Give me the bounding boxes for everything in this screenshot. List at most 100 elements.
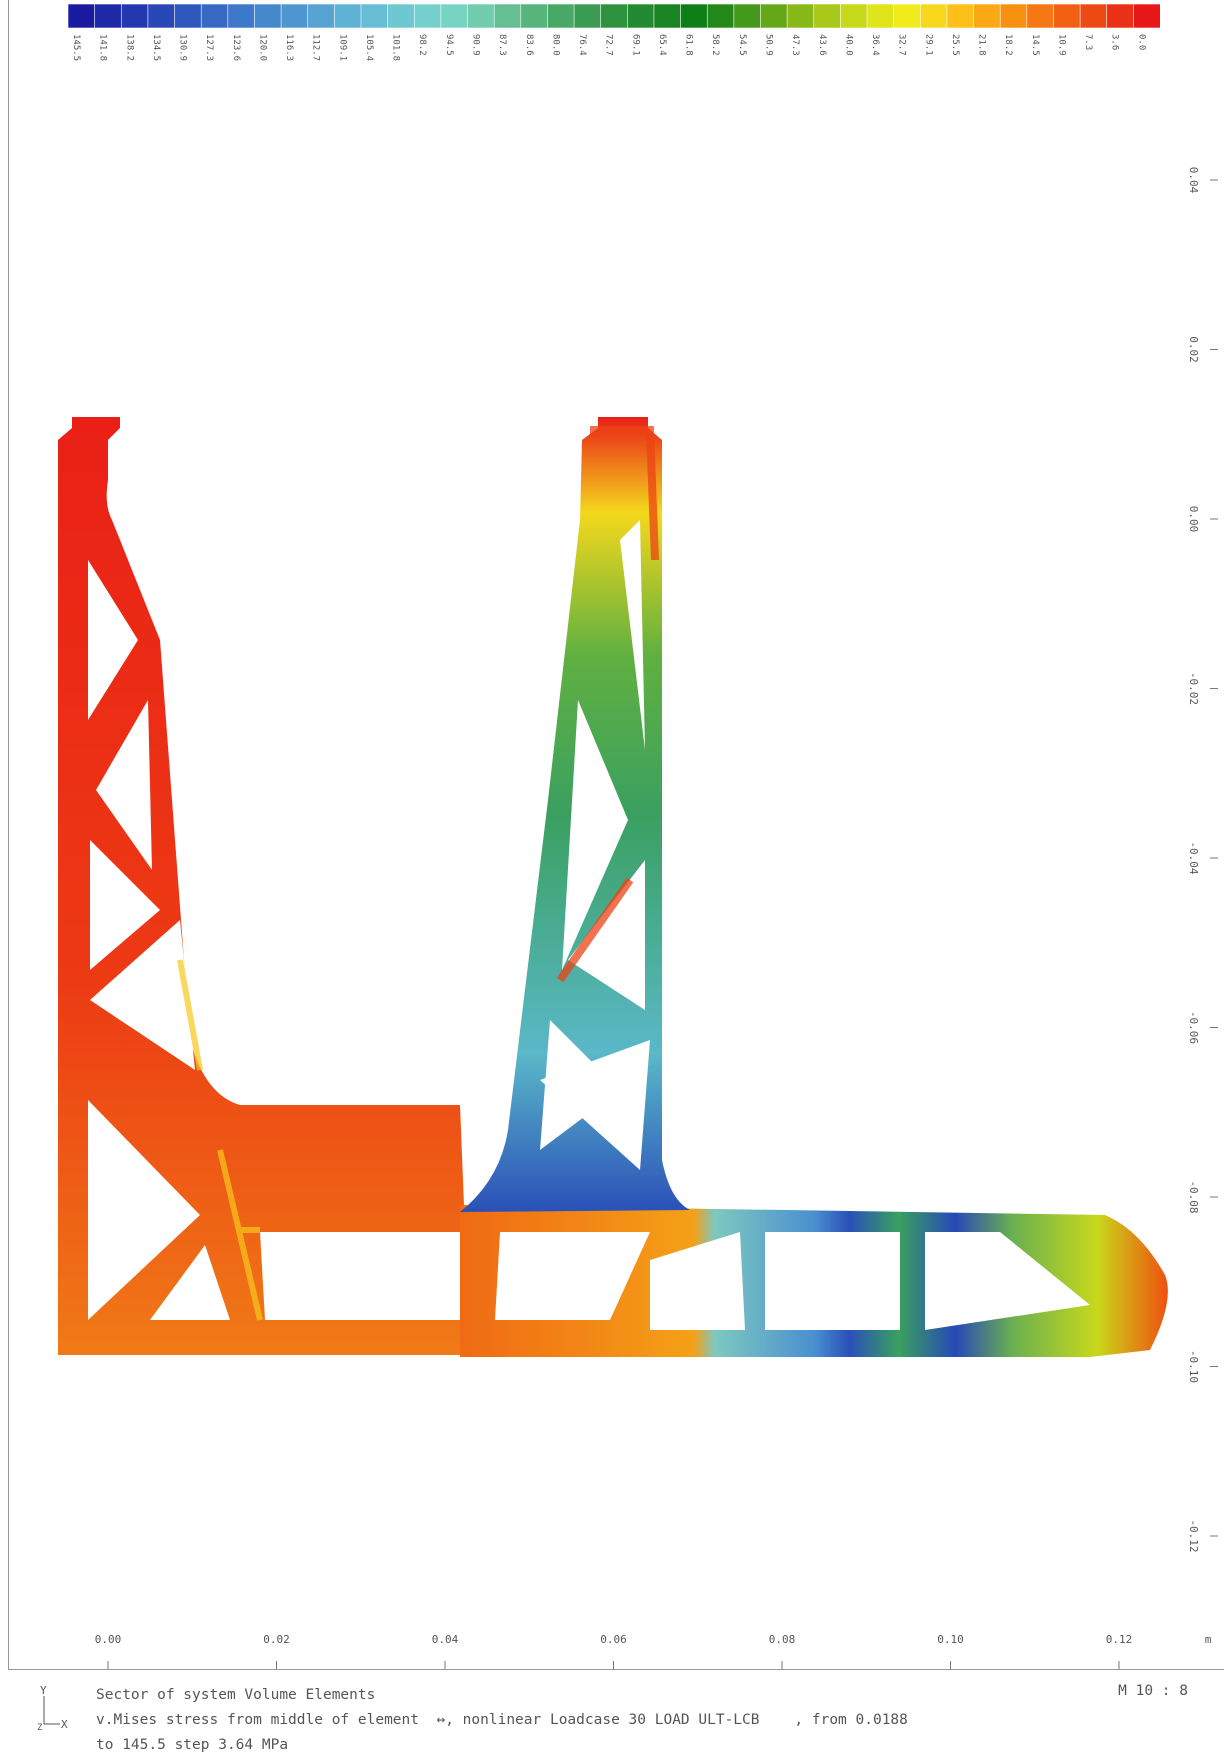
legend-swatch <box>946 3 975 29</box>
y-tick-label: 0.02 <box>1187 336 1200 363</box>
x-axis-unit: m <box>1205 1633 1212 1646</box>
legend-swatch <box>600 3 628 29</box>
legend-swatch <box>387 3 415 29</box>
legend-label: 3.6 <box>1110 34 1120 50</box>
legend-label: 105.4 <box>364 34 374 61</box>
base-hole-3 <box>765 1232 900 1330</box>
left-hole-5 <box>88 1100 200 1320</box>
legend-label: 47.3 <box>790 34 800 56</box>
legend-label: 61.8 <box>684 34 694 56</box>
legend-swatch <box>227 3 256 29</box>
legend-label: 127.3 <box>204 34 214 61</box>
y-tick-label: -0.06 <box>1187 1011 1200 1044</box>
legend-label: 112.7 <box>311 34 321 61</box>
legend-label: 145.5 <box>71 34 81 61</box>
legend-label: 141.8 <box>98 34 108 61</box>
x-tick-label: 0.06 <box>600 1633 627 1646</box>
caption: Sector of system Volume Elements v.Mises … <box>96 1683 1096 1758</box>
left-hole-1 <box>88 560 138 720</box>
legend-swatch <box>786 3 815 29</box>
legend-swatch <box>147 3 176 29</box>
legend-swatch <box>573 3 602 29</box>
caption-line-3: to 145.5 step 3.64 MPa <box>96 1737 289 1753</box>
legend-swatch <box>1106 3 1134 29</box>
y-tick-label: -0.02 <box>1187 672 1200 705</box>
legend-label: 109.1 <box>337 34 347 61</box>
legend-swatch <box>493 3 522 29</box>
right-hole-5 <box>540 1040 650 1170</box>
legend-swatch <box>1079 3 1108 29</box>
legend-label: 98.2 <box>417 34 427 56</box>
coordinate-axes-icon: Y X Z <box>37 1686 68 1733</box>
legend-swatch <box>174 3 202 29</box>
scale-label: M 10 : 8 <box>1118 1683 1188 1699</box>
legend-label: 43.6 <box>817 34 827 56</box>
caption-line-2: v.Mises stress from middle of element ↔,… <box>96 1712 908 1728</box>
left-leg <box>58 417 470 1355</box>
legend-label: 29.1 <box>923 34 933 56</box>
legend-label: 72.7 <box>604 34 614 56</box>
legend-swatch <box>440 3 469 29</box>
x-tick-label: 0.08 <box>769 1633 796 1646</box>
legend-swatch <box>866 3 895 29</box>
base-hole-2 <box>650 1232 745 1330</box>
legend-label: 54.5 <box>737 34 747 56</box>
x-tick-label: 0.04 <box>432 1633 459 1646</box>
left-yellow-highlights <box>177 959 263 1321</box>
legend-label: 90.9 <box>471 34 481 56</box>
legend-swatch <box>547 3 575 29</box>
legend-label: 123.6 <box>231 34 241 61</box>
svg-text:Z: Z <box>37 1723 43 1733</box>
legend-label: 10.9 <box>1057 34 1067 56</box>
legend-label: 7.3 <box>1083 34 1093 50</box>
y-tick-label: -0.12 <box>1187 1519 1200 1552</box>
legend-label: 21.8 <box>977 34 987 56</box>
legend-swatch <box>653 3 682 29</box>
legend-label: 138.2 <box>124 34 134 61</box>
y-tick-label: 0.04 <box>1187 167 1200 194</box>
x-tick-label: 0.10 <box>937 1633 964 1646</box>
legend-swatch <box>999 3 1028 29</box>
legend-label: 25.5 <box>950 34 960 56</box>
legend-label: 80.0 <box>550 34 560 56</box>
legend-swatch <box>840 3 868 29</box>
legend-label: 14.5 <box>1030 34 1040 56</box>
legend-label: 69.1 <box>630 34 640 56</box>
legend-swatch <box>94 3 122 29</box>
double-arrow-icon: ↔ <box>436 1712 446 1728</box>
base-slab <box>460 1205 1168 1357</box>
left-hole-7 <box>260 1232 465 1320</box>
legend-label: 40.0 <box>843 34 853 56</box>
legend-swatch <box>307 3 335 29</box>
caption-line-1: Sector of system Volume Elements <box>96 1687 376 1703</box>
legend-swatch <box>813 3 841 29</box>
svg-text:X: X <box>61 1718 68 1731</box>
legend-swatch <box>760 3 788 29</box>
legend-label: 76.4 <box>577 34 587 56</box>
legend-swatch <box>706 3 735 29</box>
legend-swatch <box>1053 3 1081 29</box>
left-hole-6 <box>150 1245 230 1320</box>
legend-swatch <box>467 3 495 29</box>
legend-swatch <box>280 3 309 29</box>
y-tick-label: -0.08 <box>1187 1180 1200 1213</box>
legend-swatch <box>334 3 362 29</box>
legend-label: 83.6 <box>524 34 534 56</box>
legend-swatch <box>627 3 655 29</box>
plot-frame <box>8 0 1224 1670</box>
legend-swatch <box>200 3 229 29</box>
left-leg-outline <box>58 417 470 1355</box>
legend-swatch <box>67 3 96 29</box>
legend-swatch <box>973 3 1001 29</box>
legend-label: 32.7 <box>897 34 907 56</box>
legend-label: 18.2 <box>1003 34 1013 56</box>
right-hole-3 <box>568 860 645 1010</box>
legend-swatch <box>360 3 389 29</box>
left-hole-2 <box>96 700 152 870</box>
x-tick-label: 0.02 <box>263 1633 290 1646</box>
right-hole-1 <box>620 520 645 750</box>
legend-swatch <box>893 3 921 29</box>
legend-swatch <box>120 3 149 29</box>
legend-label: 101.8 <box>391 34 401 61</box>
